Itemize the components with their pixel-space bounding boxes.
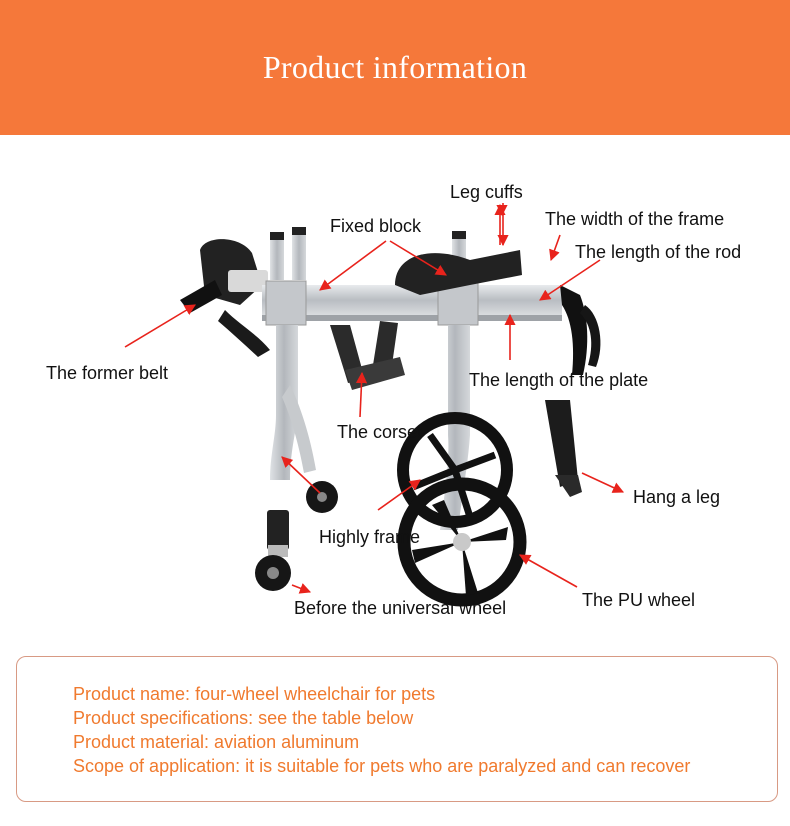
label-former-belt: The former belt [46,363,169,383]
front-strap [180,239,270,357]
label-hang-a-leg: Hang a leg [633,487,721,507]
label-width-of-frame: The width of the frame [545,209,725,229]
info-specifications: Product specifications: see the table be… [73,708,414,728]
info-scope: Scope of application: it is suitable for… [73,756,691,776]
label-corset: The corset [337,422,423,442]
front-post-left [270,235,284,280]
corset [330,321,405,390]
wheelchair-illustration [124,203,625,607]
fixed-block-front [265,280,307,326]
page-title: Product information [262,49,528,85]
pu-wheel-front [397,477,527,607]
label-pu-wheel: The PU wheel [582,590,696,610]
annotation-arrows [124,203,625,594]
header-banner: Product information [0,0,790,135]
info-product-name: Product name: four-wheel wheelchair for … [73,684,436,704]
info-material: Product material: aviation aluminum [73,732,360,752]
product-diagram: Leg cuffs Fixed block The width of the f… [0,135,790,645]
rear-leg-cuff [395,250,522,295]
product-info-box: Product name: four-wheel wheelchair for … [16,656,778,802]
hang-leg-strap [545,285,601,497]
fixed-block-rear [437,280,479,326]
label-highly-frame: Highly frame [319,527,421,547]
label-leg-cuffs: Leg cuffs [450,182,523,202]
pu-wheel-back [397,412,513,528]
label-length-of-rod: The length of the rod [575,242,742,262]
front-post-right [292,230,306,280]
label-fixed-block: Fixed block [330,216,422,236]
front-leg-frame [270,325,298,480]
label-length-of-plate: The length of the plate [469,370,649,390]
label-universal-wheel: Before the universal wheel [294,598,507,618]
